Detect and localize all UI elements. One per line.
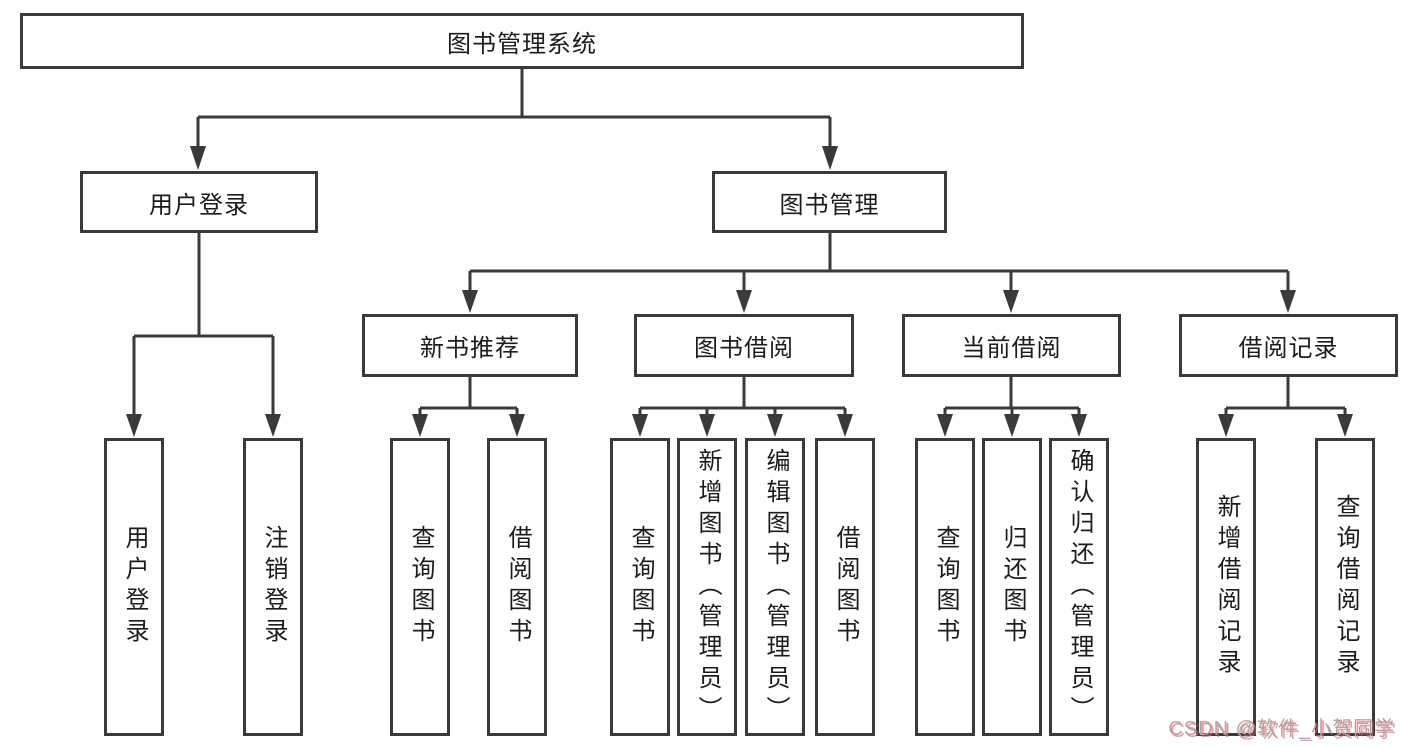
leaf-query-books-3: 查询图书 [915,438,975,736]
leaf-edit-book-admin: 编辑图书（管理员） [745,438,805,736]
leaf-confirm-return-admin: 确认归还（管理员） [1049,438,1109,736]
node-label: 归还图书 [999,525,1026,649]
leaf-return-book: 归还图书 [982,438,1042,736]
leaf-borrow-books-2: 借阅图书 [815,438,875,736]
node-current-borrow: 当前借阅 [902,314,1121,377]
leaf-add-book-admin: 新增图书（管理员） [677,438,737,736]
node-new-book-recommend: 新书推荐 [362,314,578,377]
node-label: 查询借阅记录 [1332,494,1359,680]
node-label: 图书借阅 [694,335,794,362]
node-label: 借阅图书 [504,525,531,649]
node-label: 查询图书 [627,525,654,649]
leaf-logout: 注销登录 [243,438,303,736]
node-label: 借阅记录 [1238,335,1339,362]
node-label: 确认归还（管理员） [1066,447,1093,727]
csdn-watermark: CSDN @软件_小贺同学 [1168,718,1395,740]
node-label: 新书推荐 [420,335,520,362]
node-label: 用户登录 [149,191,249,219]
node-label: 注销登录 [260,525,287,649]
node-root-system: 图书管理系统 [20,13,1024,69]
node-label: 图书管理 [779,191,880,219]
node-book-borrow: 图书借阅 [634,314,854,377]
leaf-add-borrow-record: 新增借阅记录 [1196,438,1256,736]
node-label: 编辑图书（管理员） [762,447,789,727]
node-book-management-module: 图书管理 [712,171,947,233]
node-label: 查询图书 [407,525,434,649]
node-label: 当前借阅 [961,335,1062,362]
leaf-user-login: 用户登录 [104,438,164,736]
node-label: 图书管理系统 [447,30,597,58]
leaf-query-books: 查询图书 [390,438,450,736]
node-label: 查询图书 [932,525,959,649]
node-label: 新增图书（管理员） [694,447,721,727]
leaf-query-borrow-record: 查询借阅记录 [1315,438,1375,736]
leaf-query-books-2: 查询图书 [610,438,670,736]
node-user-login-module: 用户登录 [80,171,318,233]
node-borrow-records: 借阅记录 [1179,314,1398,377]
leaf-borrow-books: 借阅图书 [487,438,547,736]
node-label: 借阅图书 [832,525,859,649]
node-label: 新增借阅记录 [1213,494,1240,680]
node-label: 用户登录 [121,525,148,649]
